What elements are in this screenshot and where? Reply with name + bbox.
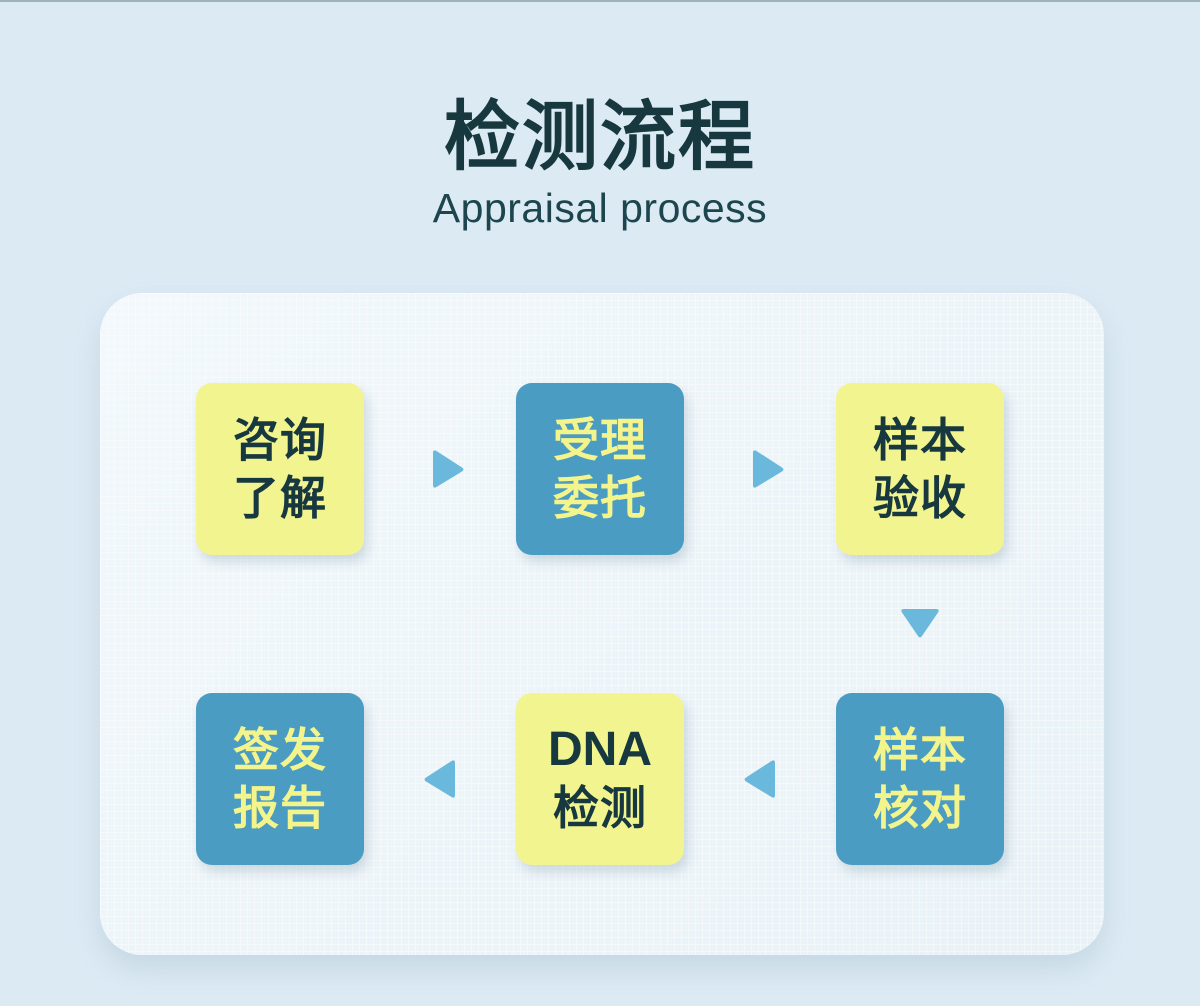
page-heading: 检测流程 Appraisal process [0, 96, 1200, 232]
flow-step-label-line-2: 验收 [873, 472, 967, 524]
flow-step-sample-verification[interactable]: 样本 核对 [836, 693, 1004, 865]
top-edge-rule [0, 0, 1200, 2]
flow-step-sample-acceptance[interactable]: 样本 验收 [836, 383, 1004, 555]
flow-step-label-line-2: 委托 [553, 472, 647, 524]
arrow-right-icon [418, 443, 470, 495]
flow-step-label-line-1: 样本 [873, 414, 967, 466]
arrow-down-icon [894, 592, 946, 644]
flow-step-label-line-2: 核对 [873, 782, 967, 834]
arrow-left-icon [738, 753, 790, 805]
flow-step-issue-report[interactable]: 签发 报告 [196, 693, 364, 865]
flow-step-label-line-1: 受理 [553, 414, 647, 466]
page-title: 检测流程 [444, 95, 756, 180]
flow-step-label-line-2: 检测 [553, 782, 647, 834]
flow-step-label-line-1: 样本 [873, 724, 967, 776]
flow-step-label-line-1: 咨询 [233, 414, 327, 466]
flow-step-label-line-1: DNA [548, 723, 652, 776]
arrow-left-icon [418, 753, 470, 805]
flow-step-label-line-2: 了解 [233, 472, 327, 524]
arrow-right-icon [738, 443, 790, 495]
flow-step-label-line-2: 报告 [233, 782, 327, 834]
flow-step-label-line-1: 签发 [233, 724, 327, 776]
flow-step-acceptance[interactable]: 受理 委托 [516, 383, 684, 555]
flow-step-dna-testing[interactable]: DNA 检测 [516, 693, 684, 865]
flow-step-consultation[interactable]: 咨询 了解 [196, 383, 364, 555]
page-subtitle: Appraisal process [432, 185, 768, 231]
